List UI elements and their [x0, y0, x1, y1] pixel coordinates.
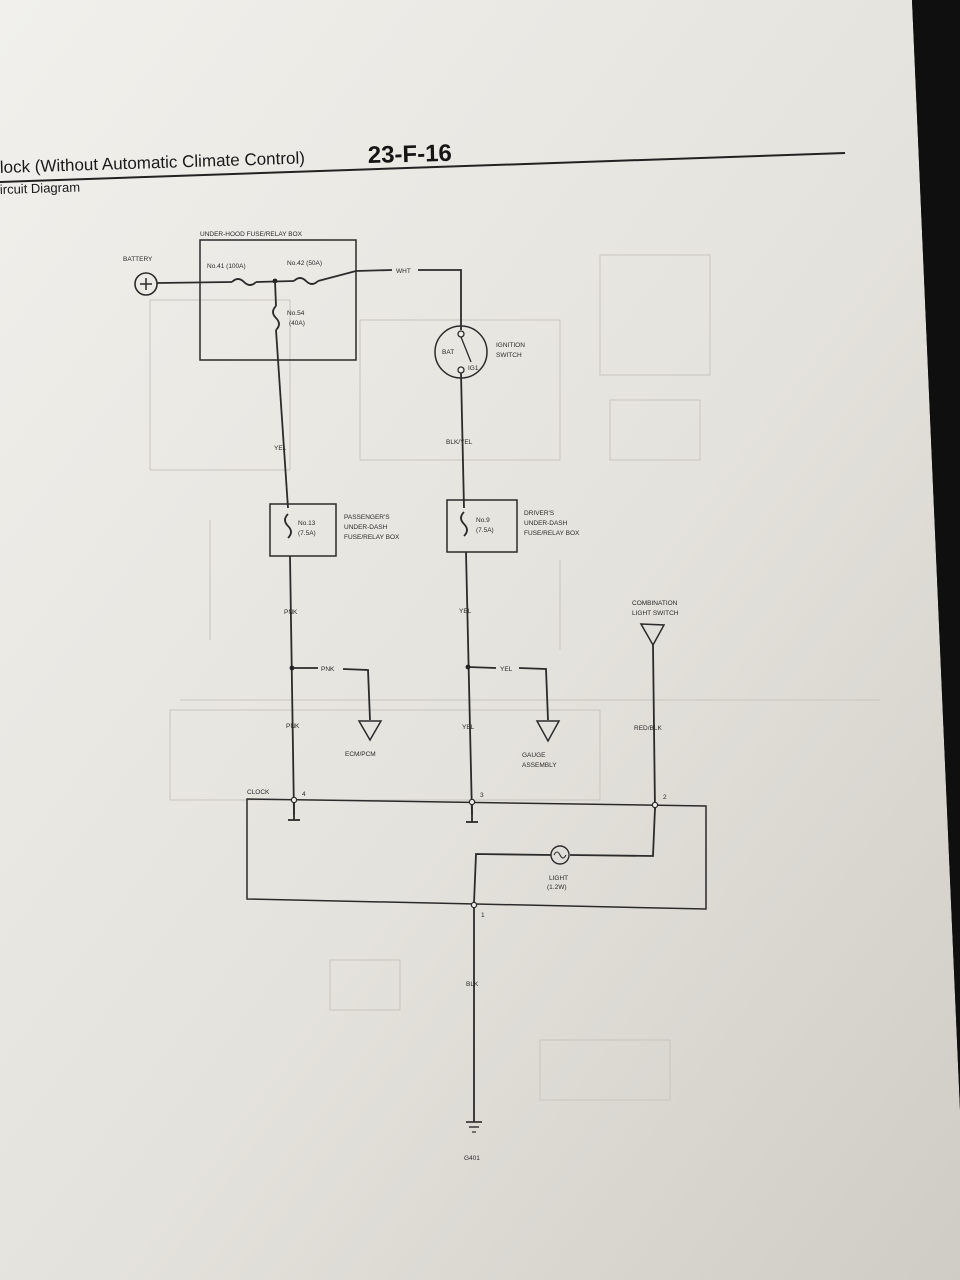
fuse-9-icon	[460, 511, 468, 537]
fuse-42-label: No.42 (50A)	[287, 260, 322, 267]
wire-pnk-label-1: PNK	[284, 609, 298, 616]
fuse-42-icon	[293, 277, 319, 285]
fuse-41-icon	[231, 278, 257, 286]
fuse-54-icon	[272, 305, 280, 331]
passenger-fuse-box	[269, 503, 337, 557]
wht-wire-to-ignition	[418, 269, 462, 330]
ground-icon	[466, 1121, 482, 1133]
fuse-42-out-wire	[317, 270, 357, 282]
light-label-1: LIGHT	[549, 875, 568, 882]
blkyel-wire	[460, 372, 465, 509]
bat-terminal-label: BAT	[442, 349, 454, 356]
gauge-connector-icon	[535, 720, 561, 743]
yel-branch-wire	[467, 666, 497, 669]
passenger-box-label-1: PASSENGER'S	[344, 514, 390, 521]
yel-branch-to-gauge	[518, 667, 549, 721]
clock-unit-box	[246, 798, 707, 910]
paper-edge-shadow	[912, 0, 960, 1110]
redblk-wire	[652, 644, 656, 811]
terminal-pin-1	[470, 901, 478, 909]
pnk-wire	[289, 555, 295, 816]
fuse-54-number: No.54	[287, 310, 305, 317]
wire-blk-label: BLK	[466, 981, 479, 988]
passenger-box-label-3: FUSE/RELAY BOX	[344, 534, 400, 541]
combination-switch-label-1: COMBINATION	[632, 600, 678, 607]
passenger-box-label-2: UNDER-DASH	[344, 524, 388, 531]
wire-wht-label: WHT	[396, 268, 411, 275]
pnk-branch-to-ecm	[342, 668, 371, 721]
fuse-9-amp: (7.5A)	[476, 527, 494, 534]
driver-box-label-3: FUSE/RELAY BOX	[524, 530, 580, 537]
pin-2-label: 2	[663, 794, 667, 801]
ground-label: G401	[464, 1155, 480, 1162]
yel-wire	[465, 551, 473, 816]
clock-light-return	[473, 853, 552, 904]
yel-wire-passenger	[275, 329, 289, 509]
gauge-label-1: GAUGE	[522, 752, 546, 759]
battery-feed-wire	[156, 281, 233, 284]
wire-pnk-label-3: PNK	[286, 723, 300, 730]
combination-switch-connector-icon	[639, 623, 666, 647]
header-rule	[0, 152, 846, 183]
gauge-label-2: ASSEMBLY	[522, 762, 557, 769]
battery-label: BATTERY	[123, 256, 153, 263]
terminal-pin-3	[468, 798, 476, 806]
clock-light-circuit	[569, 807, 656, 857]
driver-fuse-box	[446, 499, 518, 553]
combination-switch-label-2: LIGHT SWITCH	[632, 610, 679, 617]
wht-wire	[355, 269, 393, 272]
underhood-box-label: UNDER-HOOD FUSE/RELAY BOX	[200, 231, 303, 238]
fuse-13-icon	[284, 513, 292, 539]
fuse-13-amp: (7.5A)	[298, 530, 316, 537]
fuse-41-label: No.41 (100A)	[207, 263, 246, 270]
light-label-2: (1.2W)	[547, 884, 567, 891]
wire-yel-label-3: YEL	[500, 666, 513, 673]
fuse-13-number: No.13	[298, 520, 316, 527]
wire-yel-label-2: YEL	[459, 608, 472, 615]
page-code: 23-F-16	[367, 140, 452, 169]
wire-redblk-label: RED/BLK	[634, 725, 662, 732]
driver-box-label-2: UNDER-DASH	[524, 520, 568, 527]
pin-3-label: 3	[480, 792, 484, 799]
pin-1-label: 1	[481, 912, 485, 919]
fuse-54-amp: (40A)	[289, 320, 305, 327]
wire-blkyel-label: BLK/YEL	[446, 439, 473, 446]
battery-icon	[134, 272, 158, 296]
clock-label: CLOCK	[247, 789, 270, 796]
ignition-switch-label-1: IGNITION	[496, 342, 525, 349]
terminal-pin-2	[651, 801, 659, 809]
pin-4-label: 4	[302, 791, 306, 798]
ecm-label: ECM/PCM	[345, 751, 376, 758]
ignition-switch-label-2: SWITCH	[496, 352, 522, 359]
wire-yel-label-4: YEL	[462, 724, 475, 731]
wire-pnk-label-2: PNK	[321, 666, 335, 673]
fuse-9-number: No.9	[476, 517, 490, 524]
page-subtitle: ircuit Diagram	[0, 179, 80, 197]
terminal-pin-4	[290, 796, 298, 804]
show-through-background	[149, 254, 880, 1101]
fuse-54-feed-wire	[274, 280, 277, 307]
wire-yel-label-1: YEL	[274, 445, 287, 452]
driver-box-label-1: DRIVER'S	[524, 510, 555, 517]
ecm-connector-icon	[357, 720, 383, 742]
ig1-terminal-label: IG1	[468, 365, 479, 372]
